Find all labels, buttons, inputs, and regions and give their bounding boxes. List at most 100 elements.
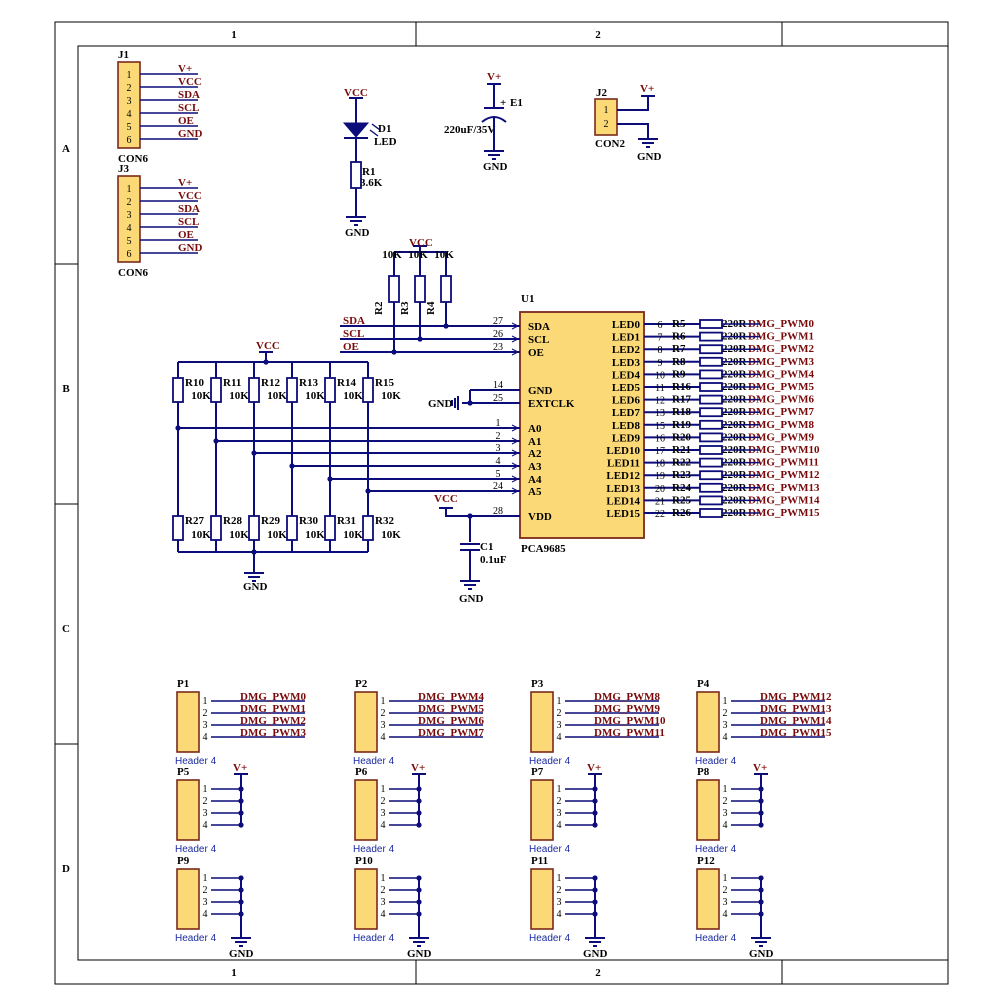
component-ref: R11 (223, 377, 241, 389)
net-label: SDA (178, 203, 200, 215)
resistor (699, 419, 723, 430)
zone-row-label: C (62, 623, 70, 635)
component-ref: R26 (672, 507, 691, 519)
vplus-label: V+ (587, 762, 601, 774)
pin-name: LED3 (612, 357, 641, 369)
input-arrow-icon (511, 322, 520, 330)
resistor (699, 482, 723, 493)
input-arrow-icon (511, 462, 520, 470)
junction-dot (443, 323, 449, 329)
vplus-label: V+ (487, 71, 501, 83)
resistor (440, 275, 452, 303)
resistor (699, 369, 723, 380)
pin-number: 3 (203, 897, 208, 908)
net-label: DMG_PWM7 (418, 727, 484, 739)
pin-number: 1 (604, 105, 609, 116)
connector-ref: J1 (118, 49, 129, 61)
header-ref: P6 (355, 766, 368, 778)
pin-name: VDD (528, 511, 552, 523)
header-ref: P7 (531, 766, 544, 778)
header-type: Header 4 (529, 756, 571, 767)
component-ref: R13 (299, 377, 318, 389)
header-body (354, 779, 378, 841)
net-label: VCC (178, 190, 202, 202)
net-label: OE (343, 341, 359, 353)
pin-number: 1 (203, 696, 208, 707)
pin-number: 20 (655, 484, 665, 495)
connector-type: CON6 (118, 153, 148, 165)
header-type: Header 4 (695, 933, 737, 944)
pin-number: 14 (493, 380, 503, 391)
net-label: DMG_PWM12 (760, 691, 832, 703)
resistor (362, 515, 374, 541)
resistor (388, 275, 400, 303)
pin-number: 4 (203, 732, 208, 743)
net-label: DMG_PWM11 (594, 727, 665, 739)
connector-body (594, 98, 618, 136)
component-value: 10K (191, 390, 211, 402)
gnd-icon (346, 210, 366, 226)
pin-number: 3 (496, 443, 501, 454)
component-ref: R30 (299, 515, 318, 527)
pin-number: 3 (381, 897, 386, 908)
header-body (176, 868, 200, 930)
gnd-label: GND (243, 581, 268, 593)
pin-number: 3 (127, 96, 132, 107)
resistor (699, 495, 723, 506)
resistor (248, 377, 260, 403)
pin-name: SDA (528, 321, 550, 333)
component-value: 10K (408, 249, 428, 261)
polarity-mark: + (500, 97, 506, 109)
component-ref: R15 (375, 377, 394, 389)
component-ref: R18 (672, 406, 691, 418)
resistor (172, 377, 184, 403)
component-ref: R9 (672, 368, 686, 380)
gnd-label: GND (407, 948, 432, 960)
pin-number: 4 (723, 909, 728, 920)
resistor (210, 377, 222, 403)
header-type: Header 4 (353, 756, 395, 767)
input-arrow-icon (511, 335, 520, 343)
component-ref: R12 (261, 377, 280, 389)
resistor (699, 407, 723, 418)
component-ref: R14 (337, 377, 356, 389)
component-ref: E1 (510, 97, 523, 109)
header-type: Header 4 (175, 933, 217, 944)
net-label: DMG_PWM7 (748, 406, 814, 418)
net-label: DMG_PWM6 (748, 394, 814, 406)
vplus-label: V+ (411, 762, 425, 774)
net-label: DMG_PWM2 (240, 715, 306, 727)
component-ref: R25 (672, 494, 691, 506)
junction-dot (467, 400, 473, 406)
gnd-label: GND (428, 398, 453, 410)
component-ref: R24 (672, 482, 691, 494)
pin-number: 2 (381, 885, 386, 896)
gnd-label: GND (583, 948, 608, 960)
resistor (414, 275, 426, 303)
pin-number: 1 (203, 873, 208, 884)
zone-row-label: B (62, 383, 70, 395)
resistor (699, 508, 723, 518)
resistor (324, 377, 336, 403)
gnd-icon (638, 132, 658, 148)
component-type: LED (374, 136, 397, 148)
pin-name: SCL (528, 334, 549, 346)
pin-number: 4 (381, 732, 386, 743)
gnd-icon (484, 144, 504, 160)
net-label: DMG_PWM9 (594, 703, 660, 715)
pin-number: 4 (203, 820, 208, 831)
connector-type: CON6 (118, 267, 148, 279)
pin-number: 11 (655, 383, 665, 394)
net-label: DMG_PWM1 (240, 703, 306, 715)
header-type: Header 4 (353, 933, 395, 944)
header-body (530, 691, 554, 753)
led-icon (342, 122, 370, 138)
header-body (696, 779, 720, 841)
input-arrow-icon (511, 424, 520, 432)
pin-number: 23 (493, 342, 503, 353)
header-body (176, 691, 200, 753)
component-ref: R10 (185, 377, 204, 389)
pin-name: LED7 (612, 407, 641, 419)
component-ref: R5 (672, 318, 686, 330)
header-type: Header 4 (529, 933, 571, 944)
